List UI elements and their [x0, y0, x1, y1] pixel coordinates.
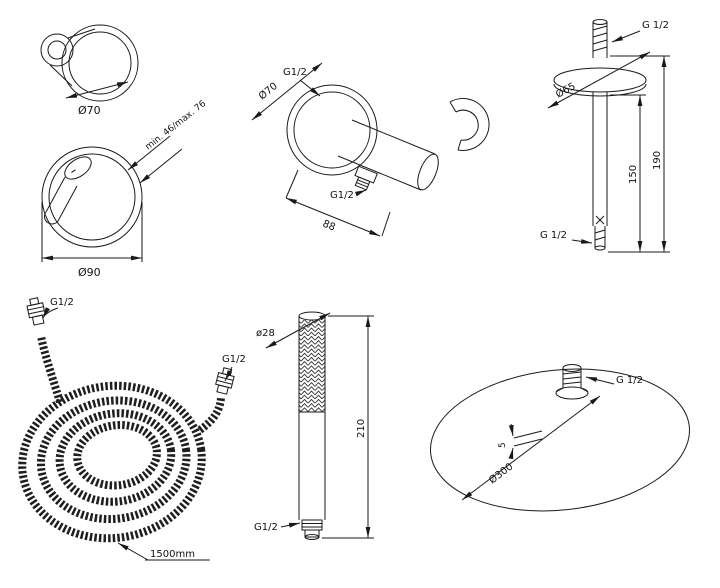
wall-elbow-drawing: G1/2 Ø70 G1/2 88 — [251, 62, 490, 237]
wand-connector — [301, 519, 323, 540]
arm-150-label: 150 — [628, 165, 639, 184]
head-dia300-label: Ø300 — [487, 461, 516, 487]
hose-thread-left-label: G1/2 — [50, 297, 74, 308]
elbow-88-label: 88 — [321, 219, 337, 234]
mixer-side-view — [40, 24, 139, 102]
elbow-thread-top-label: G1/2 — [283, 67, 307, 78]
dim-wand-dia28: ø28 — [256, 312, 331, 349]
dim-head-thread: G 1/2 — [585, 375, 643, 386]
hose-tail-left — [37, 335, 64, 404]
dim-mixer-depth: min. 46/max. 76 — [127, 99, 209, 184]
dim-hose-thread-right: G1/2 — [222, 354, 246, 382]
dim-elbow-thread-top: G1/2 — [283, 67, 321, 97]
arm-thread-top-label: G 1/2 — [642, 20, 669, 31]
arm-dia65-label: Ø65 — [554, 80, 578, 100]
hand-shower-drawing: ø28 210 G1/2 — [254, 311, 374, 540]
dim-arm-190: 190 — [608, 55, 670, 253]
arm-thread-bottom-label: G 1/2 — [540, 230, 567, 241]
head-connector — [555, 364, 589, 400]
mixer-dia90-label: Ø90 — [78, 266, 101, 279]
hose-length-label: 1500mm — [150, 549, 195, 560]
mixer-front-view — [41, 146, 143, 248]
head-thickness-label: 5 — [498, 442, 508, 448]
arm-top-thread — [592, 19, 608, 58]
dim-arm-thread-bottom: G 1/2 — [540, 230, 593, 244]
dim-hose-thread-left: G1/2 — [42, 297, 74, 319]
dim-elbow-88: 88 — [285, 169, 391, 237]
hose-connector-left — [26, 297, 46, 326]
arm-pipe — [592, 92, 608, 251]
mixer-depth-label: min. 46/max. 76 — [144, 99, 209, 153]
dim-head-dia300: Ø300 — [461, 395, 601, 501]
dim-arm-dia65: Ø65 — [547, 51, 651, 109]
mixer-dia70-label: Ø70 — [78, 104, 101, 117]
wand-body — [298, 311, 326, 520]
wand-dia28-label: ø28 — [256, 328, 275, 339]
wand-210-label: 210 — [356, 419, 367, 438]
hose-tail-right — [197, 397, 225, 434]
hose-coil — [18, 381, 206, 543]
shower-hose-drawing: G1/2 G1/2 1500mm — [18, 297, 246, 561]
wand-thread-label: G1/2 — [254, 522, 278, 533]
dim-mixer-dia90: Ø90 — [41, 202, 143, 279]
dim-arm-150: 150 — [610, 94, 646, 252]
dim-wand-thread: G1/2 — [254, 522, 301, 533]
elbow-dia70-label: Ø70 — [256, 80, 280, 102]
elbow-flange — [286, 84, 378, 176]
dim-hose-length: 1500mm — [117, 542, 210, 561]
dim-head-thickness: 5 — [498, 423, 543, 460]
ceiling-arm-drawing: G 1/2 Ø65 150 190 G 1/2 — [540, 19, 670, 253]
head-disc — [430, 368, 690, 512]
head-thread-label: G 1/2 — [616, 375, 643, 386]
dim-wand-210: 210 — [322, 315, 374, 539]
arm-190-label: 190 — [652, 151, 663, 170]
dim-arm-thread-top: G 1/2 — [611, 20, 669, 43]
elbow-body — [337, 119, 439, 191]
hose-thread-right-label: G1/2 — [222, 354, 246, 365]
handset-holder — [449, 98, 490, 151]
shower-head-drawing: G 1/2 5 Ø300 — [430, 364, 690, 512]
mixer-valve-drawing: Ø70 min. 46/max. 76 Ø90 — [40, 24, 209, 279]
elbow-thread-bottom-label: G1/2 — [330, 190, 354, 201]
dim-mixer-dia70: Ø70 — [65, 81, 129, 117]
dim-elbow-thread-bottom: G1/2 — [330, 189, 367, 201]
